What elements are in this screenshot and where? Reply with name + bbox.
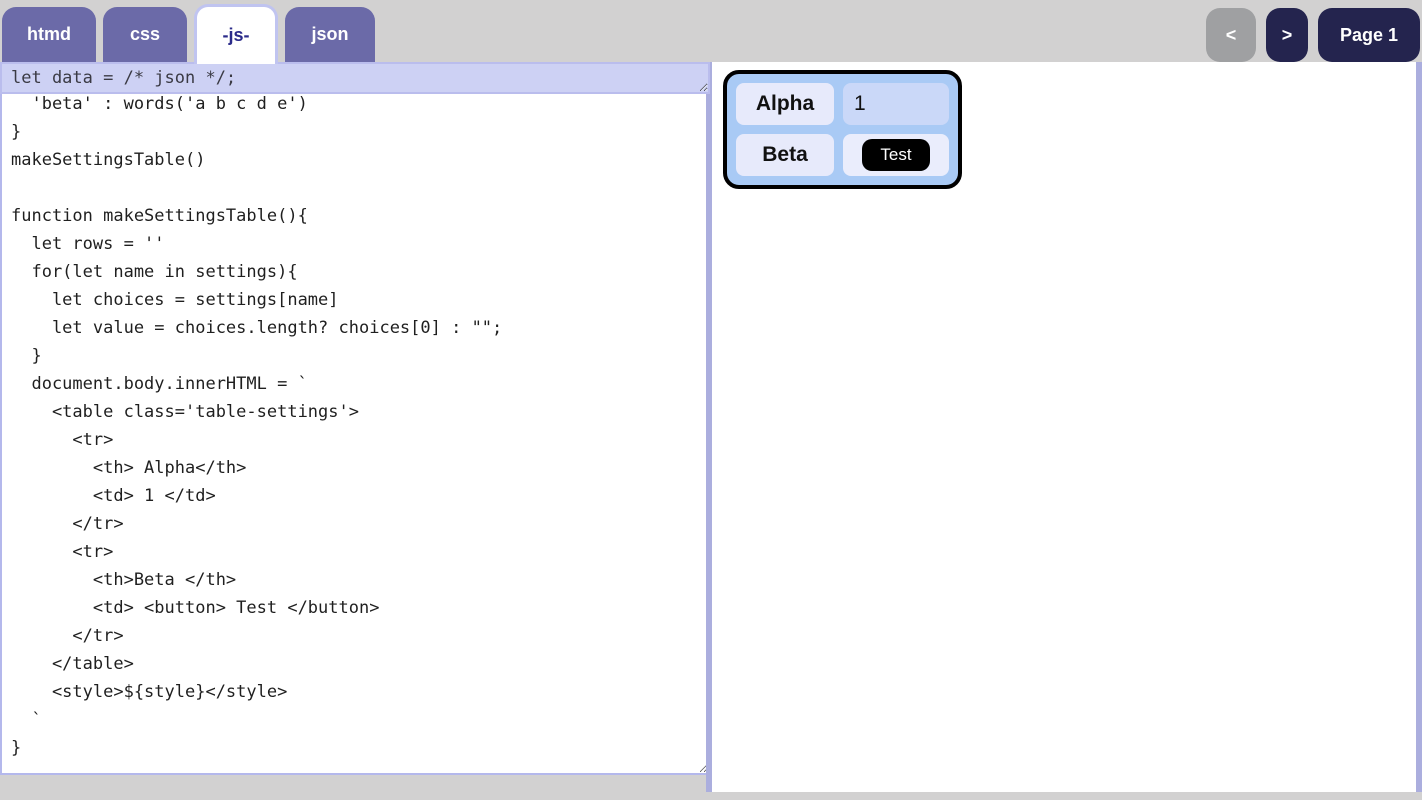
row-header-beta: Beta [736,134,834,176]
pager: < > Page 1 [1206,5,1422,62]
alpha-value-cell: 1 [843,83,949,125]
test-button[interactable]: Test [862,139,930,171]
row-header-alpha: Alpha [736,83,834,125]
preview-pane: Alpha 1 Beta Test [706,62,1422,792]
page-indicator-button[interactable]: Page 1 [1318,8,1420,62]
js-code-input[interactable]: 'beta' : words('a b c d e') } makeSettin… [0,62,710,775]
prev-page-button[interactable]: < [1206,8,1256,62]
data-header-input[interactable]: let data = /* json */; [0,62,710,94]
tab-bar: htmd css -js- json < > Page 1 [0,0,1422,64]
next-page-button[interactable]: > [1266,8,1308,62]
table-row: Alpha 1 [736,83,949,125]
tab-htmd[interactable]: htmd [2,7,96,62]
tab-js[interactable]: -js- [194,4,278,64]
table-row: Beta Test [736,134,949,176]
tab-css[interactable]: css [103,7,187,62]
settings-table: Alpha 1 Beta Test [723,70,962,189]
tab-json[interactable]: json [285,7,375,62]
beta-button-cell: Test [843,134,949,176]
